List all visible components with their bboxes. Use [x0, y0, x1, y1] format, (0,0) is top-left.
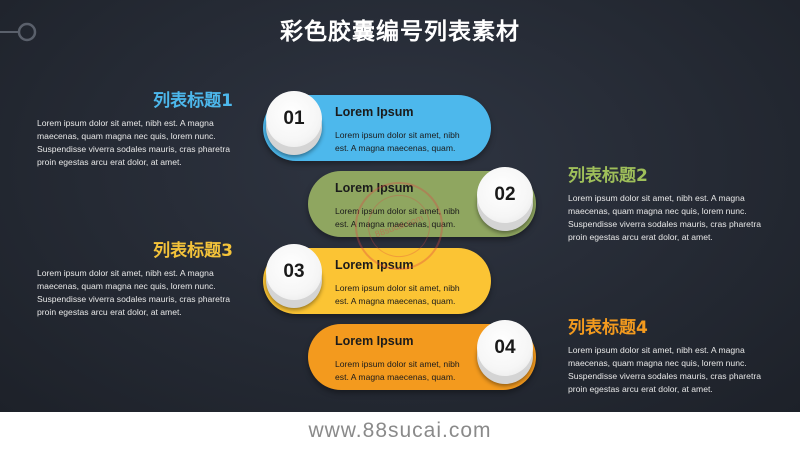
number-label-1: 01 — [266, 91, 322, 147]
capsule-3-title: Lorem Ipsum — [335, 258, 414, 272]
list-description-1: Lorem ipsum dolor sit amet, nibh est. A … — [37, 118, 230, 167]
list-heading-4: 列表标题4 — [568, 318, 648, 338]
slide-canvas: 彩色胶囊编号列表素材 列表标题1 Lorem ipsum dolor sit a… — [0, 0, 800, 412]
list-heading-1: 列表标题1 — [153, 91, 233, 111]
footer-website-url: www.88sucai.com — [0, 412, 800, 450]
capsule-3-text: Lorem ipsum dolor sit amet, nibh est. A … — [335, 283, 460, 306]
list-item-2-side-text: 列表标题2 Lorem ipsum dolor sit amet, nibh e… — [568, 161, 764, 244]
number-label-2: 02 — [477, 167, 533, 223]
capsule-2-text: Lorem ipsum dolor sit amet, nibh est. A … — [335, 206, 460, 229]
number-label-3: 03 — [266, 244, 322, 300]
list-item-4-side-text: 列表标题4 Lorem ipsum dolor sit amet, nibh e… — [568, 313, 764, 396]
number-badge-2: 02 — [477, 167, 533, 231]
list-item-1-side-text: 列表标题1 Lorem ipsum dolor sit amet, nibh e… — [37, 86, 233, 169]
list-description-2: Lorem ipsum dolor sit amet, nibh est. A … — [568, 193, 761, 242]
list-heading-2: 列表标题2 — [568, 166, 648, 186]
circuit-node-decoration — [0, 22, 37, 42]
capsule-1-text: Lorem ipsum dolor sit amet, nibh est. A … — [335, 130, 460, 153]
page-title: 彩色胶囊编号列表素材 — [280, 19, 520, 45]
list-description-3: Lorem ipsum dolor sit amet, nibh est. A … — [37, 268, 230, 317]
list-item-3-side-text: 列表标题3 Lorem ipsum dolor sit amet, nibh e… — [37, 236, 233, 319]
list-description-4: Lorem ipsum dolor sit amet, nibh est. A … — [568, 345, 761, 394]
number-badge-4: 04 — [477, 320, 533, 384]
capsule-4-title: Lorem Ipsum — [335, 334, 414, 348]
capsule-1-title: Lorem Ipsum — [335, 105, 414, 119]
capsule-2-title: Lorem Ipsum — [335, 181, 414, 195]
list-heading-3: 列表标题3 — [153, 241, 233, 261]
capsule-4-text: Lorem ipsum dolor sit amet, nibh est. A … — [335, 359, 460, 382]
number-badge-3: 03 — [266, 244, 322, 308]
number-label-4: 04 — [477, 320, 533, 376]
number-badge-1: 01 — [266, 91, 322, 155]
watermark-stamp-text: 88sucai.com — [359, 186, 439, 266]
